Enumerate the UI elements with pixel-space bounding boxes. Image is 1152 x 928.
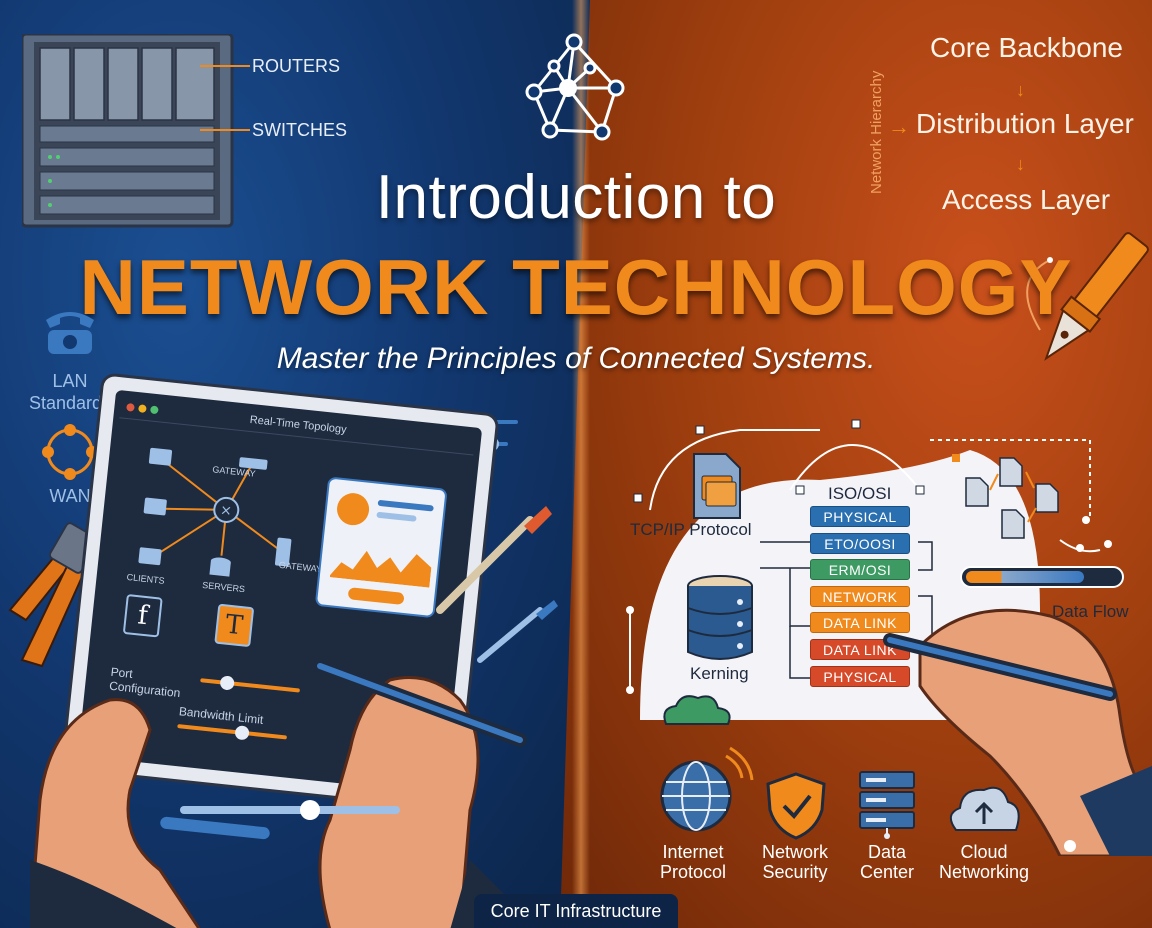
svg-text:×: × bbox=[219, 502, 232, 519]
font-f-icon: f bbox=[122, 594, 163, 638]
stylus-pen-left bbox=[313, 659, 527, 747]
data-center-label: Data Center bbox=[859, 842, 915, 882]
internet-protocol-label: Internet Protocol bbox=[659, 842, 727, 882]
telephone-icon bbox=[46, 312, 94, 354]
wan-label: WAN bbox=[49, 486, 91, 506]
small-cloud-icon bbox=[663, 695, 731, 725]
pen-nib-icon bbox=[1026, 232, 1149, 361]
osi-layer-box: DATA LINK bbox=[810, 612, 910, 634]
horizontal-scrollbar[interactable] bbox=[180, 806, 400, 814]
data-flow-label: Data Flow bbox=[1052, 602, 1129, 621]
osi-layer-box: NETWORK bbox=[810, 585, 910, 607]
title-main: NETWORK TECHNOLOGY bbox=[79, 243, 1073, 331]
paint-brush-icon bbox=[436, 506, 558, 663]
cloud-networking-label: Cloud Networking bbox=[938, 842, 1030, 882]
distribution-layer-label: Distribution Layer bbox=[916, 108, 1134, 139]
data-center-server-icon bbox=[859, 771, 915, 839]
wan-ring-icon bbox=[42, 424, 98, 480]
globe-wifi-icon bbox=[660, 746, 754, 832]
down-arrow-icon: ↓ bbox=[1016, 80, 1025, 100]
osi-layer-box: PHYSICAL bbox=[810, 665, 910, 687]
network-mesh-logo bbox=[525, 33, 625, 141]
background-seam-glow bbox=[572, 0, 590, 928]
iso-osi-title: ISO/OSI bbox=[828, 484, 892, 503]
tablet-device: Real-Time Topology × GATEWAY GATEWAY CLI… bbox=[60, 372, 500, 812]
osi-layer-box: PHYSICAL bbox=[810, 506, 910, 527]
right-arrow-icon: → bbox=[888, 114, 910, 139]
file-transfer-icons bbox=[952, 454, 1059, 539]
profile-card bbox=[314, 476, 448, 619]
topology-diagram: × bbox=[138, 447, 292, 577]
cloud-upload-icon bbox=[949, 786, 1020, 831]
down-arrow-icon: ↓ bbox=[1016, 154, 1025, 174]
tcpip-protocol-label: TCP/IP Protocol bbox=[630, 520, 752, 539]
core-backbone-label: Core Backbone bbox=[930, 32, 1124, 63]
data-flow-progress-bar bbox=[960, 566, 1124, 588]
database-icon bbox=[687, 575, 753, 660]
hands-holding-tablet bbox=[30, 676, 510, 928]
osi-layer-box: ETO/OOSI bbox=[810, 532, 910, 554]
access-layer-label: Access Layer bbox=[942, 184, 1111, 215]
osi-layer-box: ERM/OSI bbox=[810, 559, 910, 581]
switches-label: SWITCHES bbox=[252, 120, 348, 140]
scrollbar-thumb[interactable] bbox=[300, 800, 320, 820]
kerning-label: Kerning bbox=[690, 664, 749, 683]
subtitle: Master the Principles of Connected Syste… bbox=[276, 342, 876, 375]
footer-badge: Core IT Infrastructure bbox=[474, 894, 678, 928]
document-folder-icon bbox=[693, 453, 741, 519]
lan-standards-label: LAN Standards bbox=[28, 371, 112, 413]
hand-with-stylus-right bbox=[883, 608, 1152, 856]
routers-label: ROUTERS bbox=[252, 56, 341, 76]
title-intro: Introduction to bbox=[375, 163, 777, 232]
rack-leader-lines bbox=[200, 65, 250, 131]
network-security-label: Network Security bbox=[761, 842, 828, 882]
shield-check-icon bbox=[766, 772, 826, 840]
crimping-tool-icon bbox=[8, 522, 100, 668]
server-rack-icon bbox=[22, 34, 234, 228]
